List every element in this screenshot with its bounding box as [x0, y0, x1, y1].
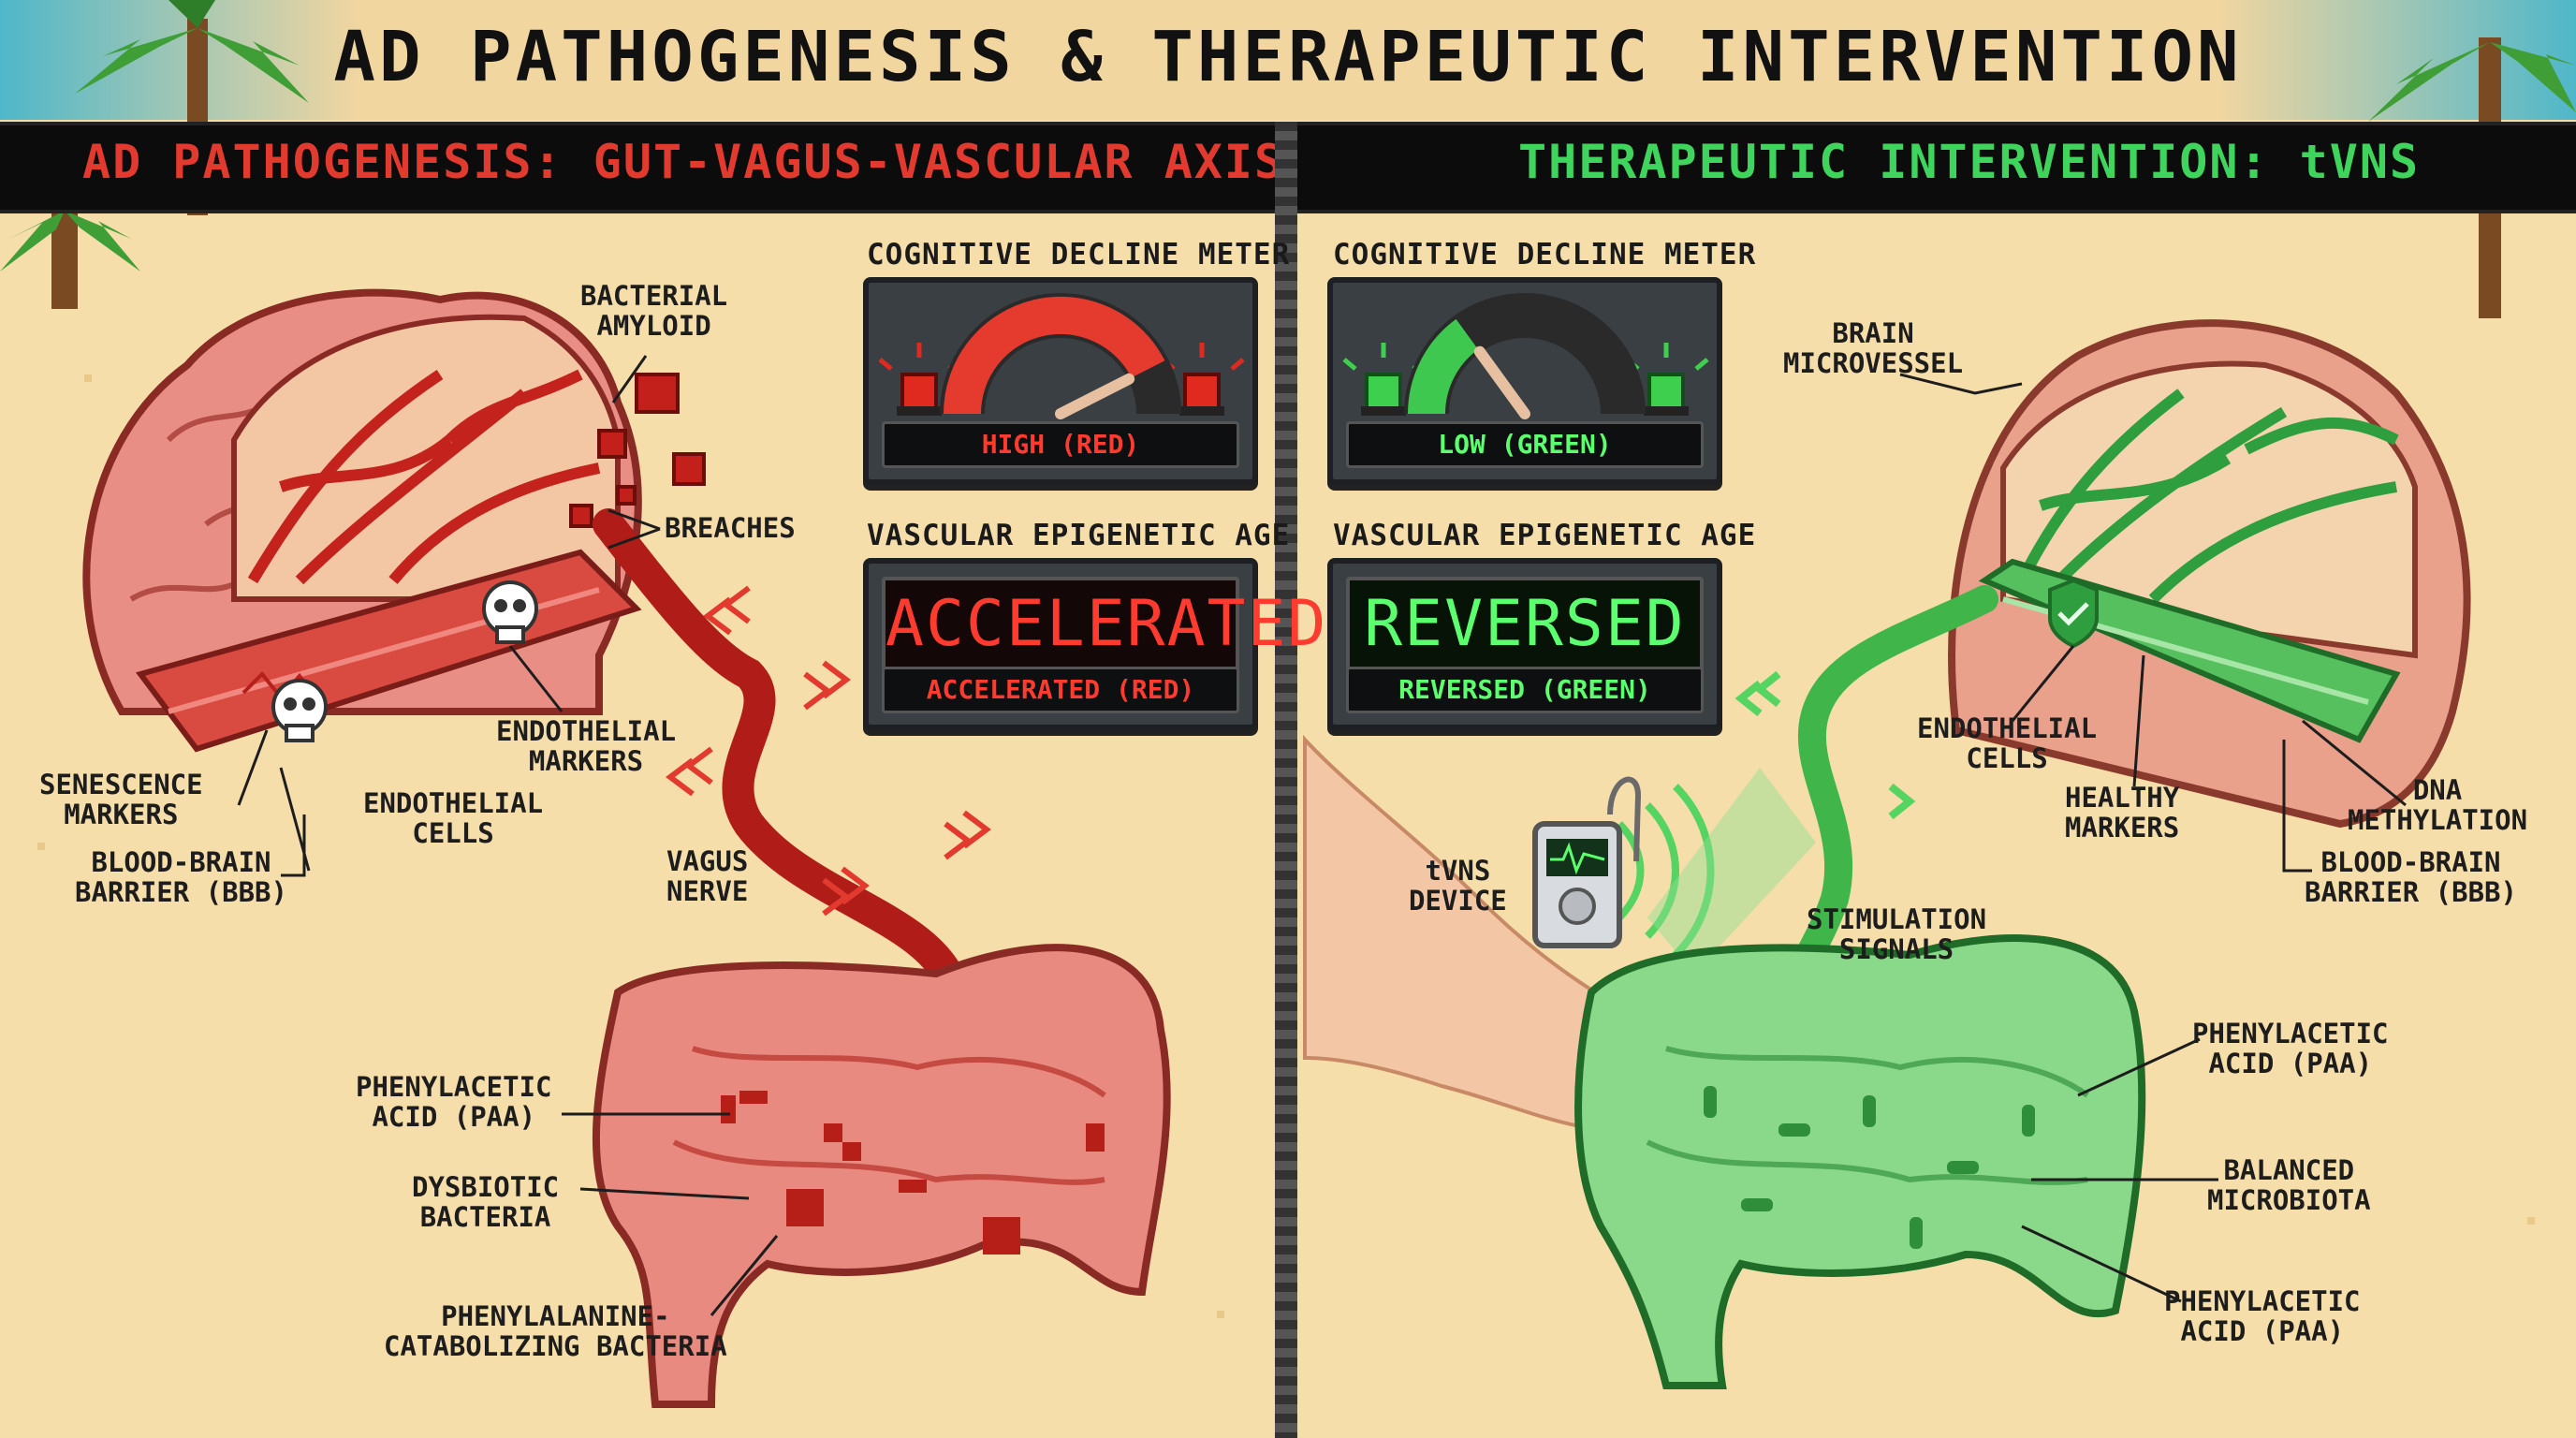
- left-epigenetic-meter: ACCELERATED ACCELERATED (RED): [863, 558, 1325, 730]
- alarm-light-icon: [1625, 343, 1709, 416]
- label-dna-methylation: DNA METHYLATION: [2348, 774, 2528, 836]
- main-title: AD PATHOGENESIS & THERAPEUTIC INTERVENTI…: [333, 17, 2243, 97]
- right-epigenetic-readout: REVERSED (GREEN): [1346, 667, 1704, 713]
- gauge-fill-green: [1408, 318, 1479, 415]
- amyloid-chunks: [569, 373, 706, 528]
- left-panel-title: AD PATHOGENESIS: GUT-VAGUS-VASCULAR AXIS: [82, 135, 1285, 189]
- tvns-device-icon: [1532, 776, 1642, 948]
- alarm-light-icon: [878, 343, 962, 416]
- label-balanced-microbiota: BALANCED MICROBIOTA: [2207, 1154, 2371, 1216]
- label-bacterial-amyloid: BACTERIAL AMYLOID: [580, 280, 728, 342]
- stimulation-waves: [1617, 670, 1916, 958]
- right-epigenetic-display: REVERSED: [1346, 577, 1704, 672]
- right-pointer-lines: [1899, 373, 2407, 1303]
- label-endothelial-markers: ENDOTHELIAL MARKERS: [496, 715, 677, 777]
- gauge-icon: [878, 293, 1245, 419]
- right-epigenetic-meter-title: VASCULAR EPIGENETIC AGE: [1333, 519, 1757, 552]
- label-brain-microvessel: BRAIN MICROVESSEL: [1783, 317, 1964, 379]
- left-epigenetic-meter-title: VASCULAR EPIGENETIC AGE: [867, 519, 1291, 552]
- shield-check-icon: [2048, 578, 2099, 649]
- right-epigenetic-meter: REVERSED REVERSED (GREEN): [1327, 558, 1722, 730]
- label-breaches: BREACHES: [665, 512, 796, 544]
- left-pointer-lines: [237, 355, 779, 1316]
- label-endothelial-cells-right: ENDOTHELIAL CELLS: [1917, 712, 2098, 774]
- gauge-icon: [1342, 293, 1709, 419]
- right-cognitive-meter-title: COGNITIVE DECLINE METER: [1333, 238, 1757, 271]
- label-endothelial-cells: ENDOTHELIAL CELLS: [363, 787, 544, 849]
- right-cognitive-readout: LOW (GREEN): [1346, 421, 1704, 468]
- label-paa-right-bottom: PHENYLACETIC ACID (PAA): [2164, 1285, 2361, 1347]
- label-phenylalanine-bacteria: PHENYLALANINE- CATABOLIZING BACTERIA: [384, 1300, 727, 1362]
- dysbiotic-intestine: [592, 944, 1171, 1408]
- gauge-needle: [1055, 373, 1135, 419]
- label-tvns-device: tVNS DEVICE: [1409, 855, 1507, 917]
- right-panel-header: THERAPEUTIC INTERVENTION: tVNS: [1297, 122, 2576, 213]
- label-bbb: BLOOD-BRAIN BARRIER (BBB): [75, 846, 287, 908]
- signal-glow: [1647, 768, 1816, 974]
- left-cognitive-meter: HIGH (RED): [863, 277, 1258, 485]
- title-band: [0, 0, 2576, 120]
- distress-signals: [666, 585, 991, 917]
- left-cognitive-meter-title: COGNITIVE DECLINE METER: [867, 238, 1291, 271]
- panel-divider: [1275, 122, 1297, 1438]
- senescence-skull-icon: [482, 580, 538, 644]
- label-paa-left: PHENYLACETIC ACID (PAA): [356, 1071, 552, 1133]
- label-senescence-markers: SENESCENCE MARKERS: [39, 769, 203, 830]
- left-epigenetic-readout: ACCELERATED (RED): [882, 667, 1239, 713]
- right-panel-title: THERAPEUTIC INTERVENTION: tVNS: [1518, 135, 2421, 189]
- label-bbb-right: BLOOD-BRAIN BARRIER (BBB): [2305, 846, 2517, 908]
- gauge-fill-red: [944, 296, 1165, 415]
- label-dysbiotic-bacteria: DYSBIOTIC BACTERIA: [412, 1171, 560, 1233]
- balanced-intestine: [1574, 934, 2146, 1389]
- label-paa-right-top: PHENYLACETIC ACID (PAA): [2192, 1018, 2389, 1079]
- label-stimulation-signals: STIMULATION SIGNALS: [1807, 903, 1987, 965]
- gauge-needle: [1473, 345, 1530, 419]
- left-cognitive-readout: HIGH (RED): [882, 421, 1239, 468]
- label-healthy-markers: HEALTHY MARKERS: [2065, 782, 2180, 844]
- right-cognitive-meter: LOW (GREEN): [1327, 277, 1722, 485]
- left-panel-header: AD PATHOGENESIS: GUT-VAGUS-VASCULAR AXIS: [0, 122, 1282, 213]
- senescence-skull-icon: [271, 679, 328, 742]
- label-vagus-nerve: VAGUS NERVE: [666, 845, 749, 907]
